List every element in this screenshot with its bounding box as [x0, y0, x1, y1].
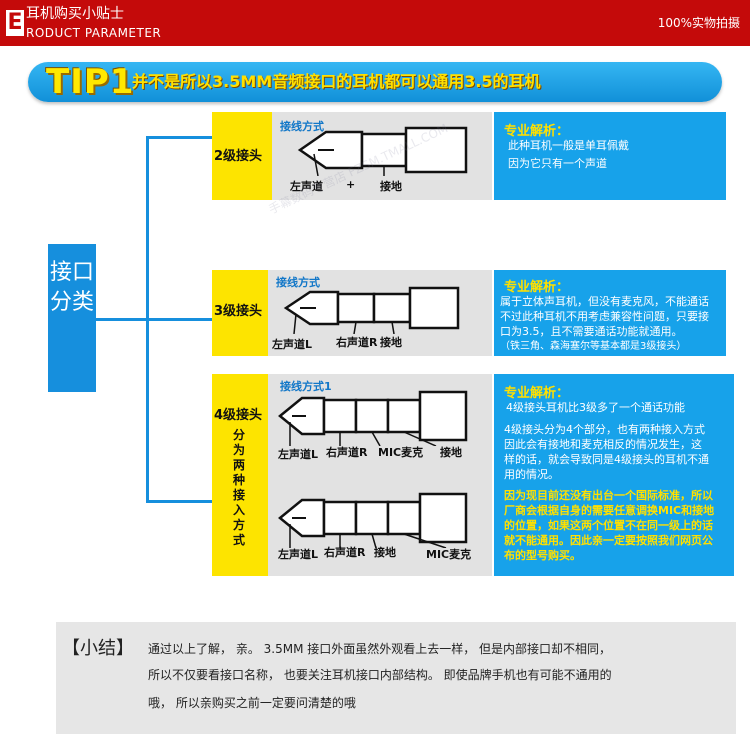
- analysis-title: 专业解析：: [504, 124, 570, 139]
- pin-label: 右声道R: [324, 546, 366, 559]
- tree-branch-3: [146, 318, 212, 321]
- summary-line: 通过以上了解， 亲。 3.5MM 接口外面虽然外观看上去一样， 但是内部接口却不…: [148, 642, 612, 656]
- header-right-text: 100%实物拍摄: [657, 16, 740, 30]
- analysis-line: 不过此种耳机不用考虑兼容性问题，只要接: [500, 310, 709, 323]
- analysis-line: 4级接头耳机比3级多了一个通话功能: [506, 401, 685, 414]
- pin-label: 左声道L: [278, 448, 319, 461]
- analysis-box-4-level: [494, 374, 734, 576]
- level-band: [212, 112, 272, 200]
- pin-label: 接地: [440, 446, 462, 459]
- analysis-line: 用的情况。: [504, 468, 559, 481]
- pin-label: MIC麦克: [378, 446, 424, 459]
- analysis-box-3-level: [494, 270, 726, 356]
- pin-label: 接地: [374, 546, 396, 559]
- pin-label: 右声道R: [336, 336, 378, 349]
- level-note: 分为两种接入方式: [233, 428, 246, 547]
- analysis-highlight-line: 厂商会根据自身的需要任意调换MIC和接地: [504, 504, 715, 517]
- level-label: 3级接头: [214, 304, 263, 319]
- tip-label: TIP1: [46, 62, 135, 102]
- level-band: [212, 374, 268, 576]
- summary-line: 所以不仅要看接口名称， 也要关注耳机接口内部结构。 即使品牌手机也有可能不通用的: [148, 668, 612, 682]
- logo-letter: E: [6, 10, 24, 36]
- analysis-line: 口为3.5，且不需要通话功能就通用。: [500, 325, 683, 338]
- pin-label: 左声道: [290, 180, 323, 193]
- pin-label: 左声道L: [278, 548, 319, 561]
- wiring-label: 接线方式1: [280, 380, 332, 393]
- analysis-highlight-line: 的位置，如果这两个位置不在同一级上的话: [504, 519, 713, 532]
- analysis-line: 4级接头分为4个部分，也有两种接入方式: [504, 423, 705, 436]
- wiring-label: 接线方式: [276, 276, 320, 289]
- pin-label: 左声道L: [272, 338, 313, 351]
- summary-line: 哦， 所以亲购买之前一定要问清楚的哦: [148, 696, 356, 710]
- tip-banner: [28, 62, 722, 102]
- tip-text: 并不是所以3.5MM音频接口的耳机都可以通用3.5的耳机: [132, 72, 541, 91]
- classification-label: 接口分类: [49, 260, 94, 315]
- analysis-highlight-line: 就不能通用。因此亲一定要按照我们网页公: [504, 534, 713, 547]
- pin-label: 接地: [380, 180, 402, 193]
- wiring-label: 接线方式: [280, 120, 324, 133]
- level-band: [212, 270, 268, 356]
- plug-4-level-diagram-2: [278, 492, 468, 548]
- analysis-line: 样的话，就会导致同是4级接头的耳机不通: [504, 453, 709, 466]
- analysis-title: 专业解析：: [504, 280, 570, 295]
- page-header: [0, 0, 750, 46]
- level-label: 4级接头: [214, 408, 263, 423]
- tree-branch-2: [146, 136, 212, 139]
- pin-label: MIC麦克: [426, 548, 472, 561]
- classification-box: [48, 244, 96, 392]
- summary-box: [56, 622, 736, 734]
- header-subtitle: RODUCT PARAMETER: [26, 26, 162, 40]
- analysis-box-2-level: [494, 112, 726, 200]
- tree-branch-4: [146, 500, 212, 503]
- analysis-line: 属于立体声耳机，但没有麦克风，不能通话: [500, 295, 709, 308]
- analysis-highlight-line: 因为现目前还没有出台一个国际标准，所以: [504, 489, 713, 502]
- analysis-title: 专业解析：: [504, 386, 570, 401]
- analysis-highlight-line: 布的型号购买。: [504, 549, 581, 562]
- plug-3-level-diagram: [283, 286, 460, 334]
- level-label: 2级接头: [214, 149, 263, 164]
- tree-connector: [96, 318, 148, 321]
- pin-label: 右声道R: [326, 446, 368, 459]
- plug-2-level-diagram: [297, 126, 468, 176]
- analysis-line: 此种耳机一般是单耳佩戴: [508, 139, 629, 152]
- header-title: 耳机购买小贴士: [26, 6, 124, 22]
- analysis-line: 因此会有接地和麦克相反的情况发生，这: [504, 438, 702, 451]
- summary-label: 【小结】: [62, 638, 134, 659]
- pin-label: 接地: [380, 336, 402, 349]
- pin-label: +: [346, 178, 356, 191]
- analysis-line: 因为它只有一个声道: [508, 157, 607, 170]
- analysis-line: （铁三角、森海塞尔等基本都是3级接头）: [500, 341, 687, 352]
- plug-4-level-diagram-1: [278, 390, 468, 446]
